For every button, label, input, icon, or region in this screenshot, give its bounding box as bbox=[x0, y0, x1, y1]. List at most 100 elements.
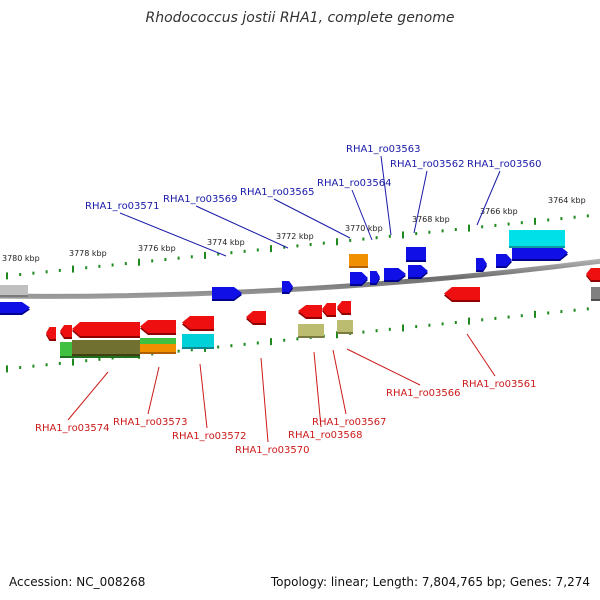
gene-arrow[interactable] bbox=[476, 258, 487, 270]
ruler-tick bbox=[534, 217, 536, 225]
gene-arrow[interactable] bbox=[0, 285, 28, 295]
gene-arrow[interactable] bbox=[182, 316, 214, 329]
gene-arrow[interactable] bbox=[298, 324, 324, 336]
ruler-label: 3768 kbp bbox=[412, 215, 450, 224]
ruler-tick bbox=[58, 268, 61, 272]
ruler-tick bbox=[256, 341, 259, 345]
gene-label-forward[interactable]: RHA1_ro03563 bbox=[346, 144, 421, 155]
leader-line bbox=[147, 366, 160, 415]
gene-arrow[interactable] bbox=[509, 230, 565, 246]
ruler-tick bbox=[296, 337, 299, 341]
gene-arrow[interactable] bbox=[384, 268, 406, 280]
ruler-tick bbox=[441, 322, 444, 326]
gene-arrow[interactable] bbox=[0, 302, 30, 313]
genome-title: Rhodococcus jostii RHA1, complete genome bbox=[145, 10, 455, 26]
ruler-tick bbox=[520, 221, 523, 225]
gene-arrow[interactable] bbox=[350, 272, 368, 284]
leader-line bbox=[476, 170, 501, 226]
gene-label-reverse[interactable]: RHA1_ro03566 bbox=[386, 388, 461, 399]
gene-label-forward[interactable]: RHA1_ro03564 bbox=[317, 178, 392, 189]
ruler-tick bbox=[270, 338, 272, 346]
gene-arrow[interactable] bbox=[282, 281, 293, 292]
gene-arrow[interactable] bbox=[591, 287, 600, 299]
gene-arrow[interactable] bbox=[298, 305, 322, 317]
gene-label-reverse[interactable]: RHA1_ro03573 bbox=[113, 417, 188, 428]
gene-arrow[interactable] bbox=[72, 340, 140, 354]
ruler-tick bbox=[573, 215, 576, 219]
ruler-tick bbox=[468, 224, 470, 232]
ruler-tick bbox=[309, 243, 312, 247]
gene-arrow[interactable] bbox=[337, 301, 351, 313]
gene-arrow[interactable] bbox=[140, 320, 176, 333]
gene-arrow[interactable] bbox=[444, 287, 480, 300]
gene-label-forward[interactable]: RHA1_ro03565 bbox=[240, 187, 315, 198]
ruler-label: 3780 kbp bbox=[2, 254, 40, 263]
gene-arrow[interactable] bbox=[140, 344, 176, 352]
gene-label-reverse[interactable]: RHA1_ro03567 bbox=[312, 417, 387, 428]
gene-arrow[interactable] bbox=[46, 327, 56, 339]
gene-label-forward[interactable]: RHA1_ro03569 bbox=[163, 194, 238, 205]
gene-arrow[interactable] bbox=[212, 287, 242, 299]
gene-label-reverse[interactable]: RHA1_ro03561 bbox=[462, 379, 537, 390]
ruler-tick bbox=[72, 265, 74, 273]
ruler-tick bbox=[98, 357, 101, 361]
gene-label-forward[interactable]: RHA1_ro03560 bbox=[467, 159, 542, 170]
ruler-tick bbox=[6, 365, 8, 373]
ruler-tick bbox=[586, 214, 589, 218]
ruler-tick bbox=[388, 327, 391, 331]
gene-arrow[interactable] bbox=[60, 325, 72, 337]
ruler-label: 3778 kbp bbox=[69, 249, 107, 258]
ruler-tick bbox=[481, 225, 484, 229]
ruler-label: 3766 kbp bbox=[480, 207, 518, 216]
gene-arrow[interactable] bbox=[337, 320, 353, 332]
gene-arrow[interactable] bbox=[246, 311, 266, 323]
gene-label-reverse[interactable]: RHA1_ro03568 bbox=[288, 430, 363, 441]
ruler-tick bbox=[177, 349, 180, 353]
ruler-tick bbox=[507, 222, 510, 226]
ruler-tick bbox=[507, 315, 510, 319]
ruler-tick bbox=[217, 252, 220, 256]
gene-arrow[interactable] bbox=[512, 246, 568, 259]
gene-label-forward[interactable]: RHA1_ro03562 bbox=[390, 159, 465, 170]
ruler-tick bbox=[138, 258, 140, 266]
gene-label-leaders bbox=[67, 155, 501, 443]
ruler-tick bbox=[85, 359, 88, 363]
ruler-tick bbox=[428, 323, 431, 327]
gene-arrow[interactable] bbox=[322, 303, 336, 315]
gene-label-reverse[interactable]: RHA1_ro03572 bbox=[172, 431, 247, 442]
gene-arrow[interactable] bbox=[182, 334, 214, 347]
leader-line bbox=[199, 363, 208, 429]
ruler-tick bbox=[520, 314, 523, 318]
ruler-tick bbox=[243, 342, 246, 346]
gene-arrow[interactable] bbox=[349, 254, 368, 266]
ruler-tick bbox=[19, 273, 22, 277]
ruler-tick bbox=[296, 244, 299, 248]
ruler-tick bbox=[256, 248, 259, 252]
ruler-tick bbox=[547, 311, 550, 315]
ruler-tick bbox=[402, 231, 404, 239]
gene-arrow[interactable] bbox=[72, 322, 140, 336]
leader-line bbox=[67, 371, 109, 421]
gene-arrow[interactable] bbox=[370, 271, 380, 283]
gene-label-reverse[interactable]: RHA1_ro03574 bbox=[35, 423, 110, 434]
ruler-tick bbox=[217, 345, 220, 349]
ruler-tick bbox=[349, 238, 352, 242]
gene-arrow[interactable] bbox=[586, 268, 600, 280]
ruler-tick bbox=[388, 234, 391, 238]
gene-arrow[interactable] bbox=[406, 247, 426, 260]
gene-arrow[interactable] bbox=[496, 254, 512, 266]
ruler-label: 3776 kbp bbox=[138, 244, 176, 253]
ruler-tick bbox=[32, 364, 35, 368]
ruler-tick bbox=[362, 330, 365, 334]
gene-label-reverse[interactable]: RHA1_ro03570 bbox=[235, 445, 310, 456]
gene-arrow[interactable] bbox=[408, 265, 428, 277]
ruler-tick bbox=[560, 217, 563, 221]
leader-line bbox=[195, 205, 289, 249]
ruler-tick bbox=[111, 263, 114, 267]
gene-label-forward[interactable]: RHA1_ro03571 bbox=[85, 201, 160, 212]
ruler-tick bbox=[190, 255, 193, 259]
ruler-label: 3770 kbp bbox=[345, 224, 383, 233]
